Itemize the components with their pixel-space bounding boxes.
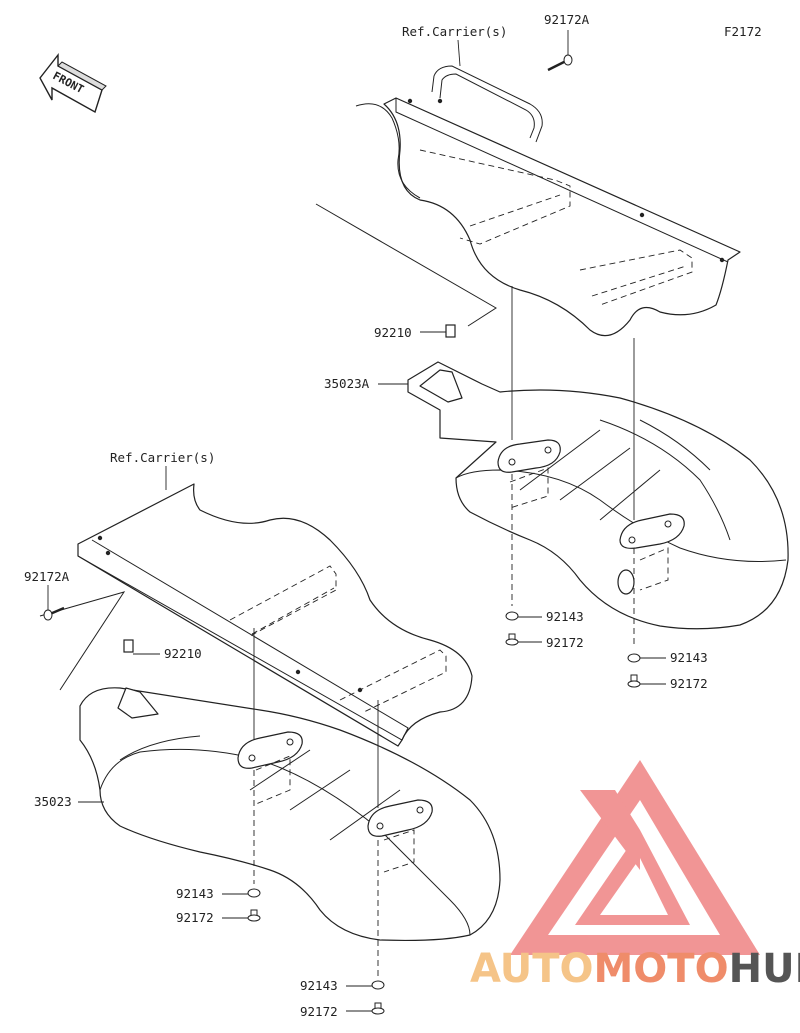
upper-washer-right-icon [627,653,641,663]
lower-bolt-left-icon [247,909,261,922]
upper-assembly: 92210 35023A 92172A Ref.Carrier(s) 92143… [315,12,789,691]
upper-fender-35023A [407,361,789,630]
lower-fender-35023 [79,687,501,942]
lower-carrier-reference [77,483,473,747]
upper-washer-right-label: 92143 [670,650,708,665]
upper-bolt-left-icon [505,633,519,646]
watermark-text: AUTOMOTOHUB [470,946,800,992]
upper-bolt-92172A-icon [547,54,573,72]
lower-washer-left-icon [247,888,261,898]
upper-bolt-right-icon [627,674,641,688]
lower-bolt-right-label: 92172 [300,1004,338,1019]
watermark-part-moto: MOTO [594,946,729,992]
watermark-part-hub: HUB [729,946,800,992]
lower-washer-left-label: 92143 [176,886,214,901]
upper-fender-label: 35023A [324,376,370,391]
watermark-part-auto: AUTO [470,946,594,992]
upper-washer-left-icon [505,611,519,621]
lower-bolt-92172A-icon [43,606,65,621]
front-direction-arrow-icon: FRONT [39,52,107,114]
upper-washer-left-label: 92143 [546,609,584,624]
upper-carrier-label: Ref.Carrier(s) [402,24,507,39]
lower-washer-right-icon [371,980,385,990]
lower-assembly: 92210 35023 92172A Ref.Carrier(s) 92143 … [24,450,501,1019]
upper-carrier-reference [355,65,741,337]
upper-bolt-left-label: 92172 [546,635,584,650]
watermark-logo-icon [510,760,760,955]
lower-bolt-label: 92172A [24,569,70,584]
lower-fender-label: 35023 [34,794,72,809]
lower-bolt-right-icon [371,1002,385,1015]
lower-bolt-left-label: 92172 [176,910,214,925]
upper-bolt-label: 92172A [544,12,590,27]
lower-nut-label: 92210 [164,646,202,661]
upper-nut-92210-icon [445,324,456,338]
upper-nut-label: 92210 [374,325,412,340]
upper-bolt-right-label: 92172 [670,676,708,691]
figure-code: F2172 [724,24,762,39]
lower-carrier-label: Ref.Carrier(s) [110,450,215,465]
lower-washer-right-label: 92143 [300,978,338,993]
lower-nut-92210-icon [123,639,134,653]
